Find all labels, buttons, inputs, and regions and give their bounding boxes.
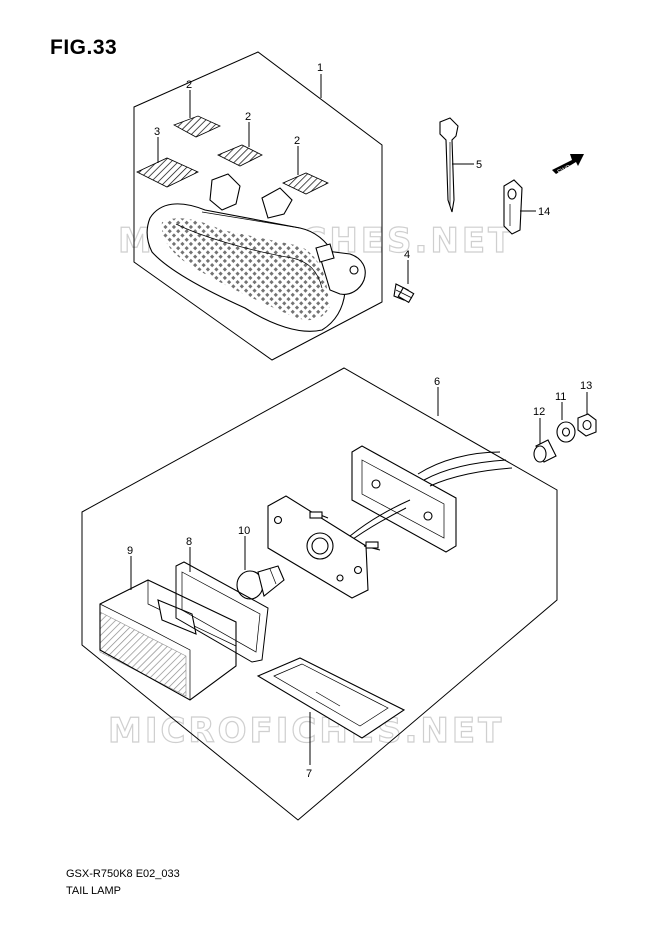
screw-4 [393, 283, 415, 304]
lens-plate-7 [256, 657, 406, 739]
callout-10: 10 [238, 525, 250, 537]
reflector-pad-2a [173, 115, 221, 138]
model-code: GSX-R750K8 E02_033 [66, 868, 180, 880]
reflector-pad-2c [282, 172, 329, 195]
fwd-arrow-icon: FWD [552, 154, 584, 176]
callout-4: 4 [404, 249, 410, 261]
bulb-10 [236, 565, 285, 600]
washer-11 [556, 421, 576, 443]
callout-12: 12 [533, 406, 545, 418]
callout-9: 9 [127, 545, 133, 557]
callout-13: 13 [580, 380, 592, 392]
callout-7: 7 [306, 768, 312, 780]
figure-label: FIG.33 [50, 36, 118, 59]
callout-2a: 2 [186, 79, 192, 91]
nut-13 [577, 413, 597, 437]
section-name: TAIL LAMP [66, 885, 122, 897]
callout-6: 6 [434, 376, 440, 388]
clamp-14 [503, 179, 523, 235]
callout-14: 14 [538, 206, 550, 218]
reflector-pad-3 [136, 157, 199, 188]
collar-12 [533, 439, 557, 463]
callout-8: 8 [186, 536, 192, 548]
reflector-pad-2b [217, 144, 263, 167]
lens-9 [99, 579, 237, 701]
cable-tie-5 [439, 117, 459, 213]
watermark-bottom: MICROFICHES.NET [108, 711, 504, 751]
assembly-box-1 [133, 51, 383, 361]
callout-5: 5 [476, 159, 482, 171]
svg-text:FWD: FWD [557, 164, 573, 175]
gasket-8 [175, 561, 269, 663]
callout-3: 3 [154, 126, 160, 138]
callout-11: 11 [555, 391, 566, 403]
callout-2c: 2 [294, 135, 300, 147]
assembly-box-6 [81, 367, 558, 821]
callout-2b: 2 [245, 111, 251, 123]
callout-1: 1 [317, 62, 323, 74]
leader-lines [130, 74, 588, 765]
tail-lamp-housing [146, 173, 366, 332]
license-lamp-base [267, 445, 513, 599]
